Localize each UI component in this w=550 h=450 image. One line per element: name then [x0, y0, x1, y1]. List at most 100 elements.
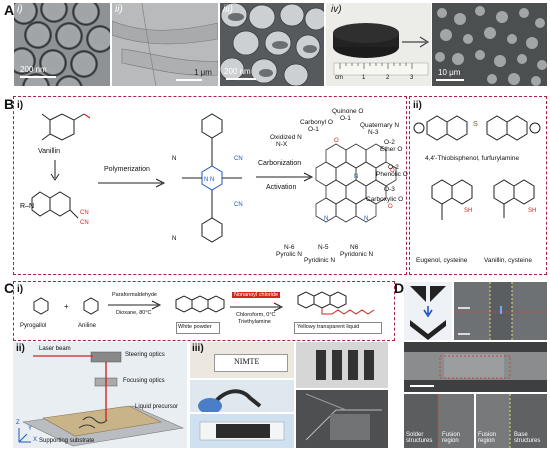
group-carbonyl-code: O-1	[308, 126, 319, 133]
group-carbonyl-o: Carbonyl O	[300, 119, 333, 126]
group-phenolic-code: O-2	[388, 164, 399, 171]
svg-text:R–N: R–N	[20, 203, 34, 210]
reagent-pyrogallol: Pyrogallol	[20, 323, 47, 329]
panel-a-iii-label: iii)	[223, 4, 233, 15]
group-carboxylic-code: O-3	[384, 186, 395, 193]
scale-bar	[20, 76, 56, 78]
panel-c-iii-photo-slide	[190, 414, 294, 448]
reagent-aniline: Aniline	[78, 323, 97, 329]
monomer-label-2: Eugenol, cysteine	[416, 257, 468, 264]
panel-d-label: D	[394, 280, 405, 296]
arrow-right-icon	[230, 302, 284, 312]
panel-a-ii-image: ii) 1 μm	[112, 3, 218, 86]
panel-c-iii-photo-sign: iii) NIMTE	[190, 342, 294, 378]
axis-x-label: X	[33, 437, 38, 443]
group-ether-code: O-2	[384, 139, 395, 146]
conditions-paraformaldehyde: Paraformaldehyde	[112, 292, 157, 298]
nimte-sign	[214, 354, 288, 372]
panel-a-iv-photo: iv) cm 1 2 3	[326, 3, 431, 86]
carbon-disk-photo	[333, 23, 429, 76]
svg-text:O: O	[388, 204, 393, 210]
bowl-particles-micrograph	[220, 3, 324, 86]
svg-text:N: N	[172, 156, 176, 162]
panel-d-detail-left: Solder structures Fusion region	[404, 394, 474, 448]
panel-a-iii-image: iii) 200 nm	[220, 3, 324, 86]
group-pyrolic-code: N-6	[284, 244, 295, 251]
panel-a-iv-sem: 10 μm	[432, 3, 547, 86]
conditions-chloroform: Chloroform, 0°C	[236, 312, 276, 318]
group-ether-o: Ether O	[380, 146, 403, 153]
coated-slide-photo	[199, 421, 285, 441]
svg-text:N: N	[172, 236, 176, 242]
panel-a-i-image: i) 200 nm	[14, 3, 110, 86]
group-phenolic-o: Phenolic O	[376, 171, 408, 178]
panel-c-i-box	[13, 281, 395, 341]
ester-product	[297, 291, 375, 315]
vanillin-cysteine-monomer: SH	[493, 179, 536, 218]
scale-bar	[176, 79, 202, 81]
panel-b-ii-label: ii)	[413, 100, 422, 111]
vanillin-structure	[41, 113, 90, 141]
monomer-label-1: 4,4'-Thiobisphenol, furfurylamine	[425, 155, 520, 162]
eugenol-monomer: SH	[431, 179, 473, 220]
svg-text:N: N	[364, 216, 368, 222]
benzoxazine-product	[175, 295, 225, 313]
solder-fusion-micrograph	[437, 394, 474, 448]
ruler-number-3: 3	[410, 75, 414, 81]
printed-structure-micrograph	[305, 393, 382, 441]
panel-a-iv-label: iv)	[331, 4, 342, 15]
panel-c-ii-label: ii)	[16, 343, 25, 354]
panel-d-cross-section	[404, 342, 547, 392]
product-white-powder: White powder	[178, 324, 212, 330]
joint-micrograph	[454, 282, 547, 340]
region-base-structures: Base structures	[514, 432, 541, 444]
svg-text:N: N	[354, 174, 358, 180]
panel-d-photo	[404, 282, 452, 340]
hollow-spheres-micrograph	[14, 3, 110, 86]
polymerization-label: Polymerization	[104, 166, 150, 173]
setup-laser-beam: Laser beam	[39, 346, 71, 352]
group-quinone-o: Quinone O	[332, 108, 364, 115]
pyrogallol-structure	[33, 297, 49, 315]
panel-a-label: A	[4, 2, 15, 18]
carbonization-label: Carbonization	[258, 160, 302, 167]
scale-text: 1 μm	[194, 68, 212, 77]
panel-c-label: C	[4, 280, 15, 296]
panel-c-i-label: i)	[17, 284, 24, 295]
conditions-triethylamine: Triethylamine	[238, 319, 271, 325]
arrow-down-icon	[50, 160, 60, 181]
panel-b-ii-box	[409, 96, 547, 275]
fusion-base-micrograph	[476, 394, 511, 448]
group-pyridinic-code: N-5	[318, 244, 329, 251]
laser-printing-schematic	[18, 351, 185, 447]
porous-carbon-micrograph	[435, 6, 547, 86]
ruler-number-2: 2	[386, 75, 390, 81]
printed-lattice-photo	[316, 350, 374, 380]
svg-text:N: N	[324, 216, 328, 222]
scale-text: 200 nm	[224, 67, 251, 76]
conditions-nonanoyl-chloride: Nonanoyl chloride	[232, 292, 281, 298]
group-pyrolic-n: Pyrolic N	[276, 251, 303, 258]
conditions-dioxane: Dioxane, 80°C	[116, 310, 152, 316]
region-fusion-left: Fusion region	[442, 432, 461, 444]
setup-supporting-substrate: Supporting substrate	[39, 438, 95, 444]
group-quaternary-n: Quaternary N	[360, 122, 400, 129]
scale-text: 10 μm	[438, 68, 461, 77]
svg-text:SH: SH	[464, 208, 472, 214]
panel-c-iii-photo-glove	[190, 380, 294, 412]
svg-text:N N: N N	[204, 177, 214, 183]
ruler-number-1: 1	[362, 75, 366, 81]
group-pyridonic-code: N6	[350, 244, 359, 251]
thiobisphenol-monomer: S	[413, 115, 541, 141]
svg-text:CN: CN	[80, 210, 89, 216]
aniline-structure	[83, 297, 99, 315]
panel-b-i-label: i)	[17, 100, 24, 111]
nanotube-micrograph	[112, 3, 218, 86]
benzoxazine-monomer: R–N CN CN	[20, 191, 89, 226]
scale-bar	[436, 79, 464, 81]
group-pyridonic-n: Pyridonic N	[340, 251, 374, 258]
setup-steering-optics: Steering optics	[125, 352, 165, 358]
panel-c-iii-label: iii)	[192, 343, 204, 354]
panel-c-iii-sem	[296, 390, 388, 448]
cross-section-micrograph	[404, 352, 547, 387]
